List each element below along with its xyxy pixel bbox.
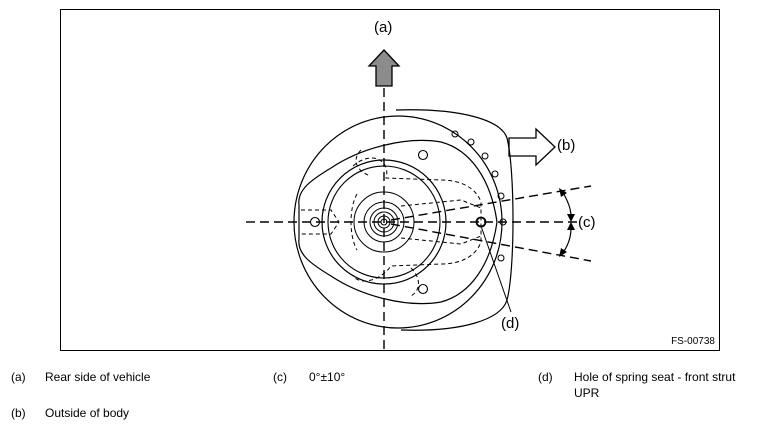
legend-key-a: (a): [11, 370, 26, 384]
hole-leader-line: [480, 225, 512, 313]
callout-d: (d): [501, 315, 520, 332]
seat-ring-outer: [321, 159, 447, 285]
bolt-hole-top: [417, 149, 429, 161]
diagram-frame: (a) (b) (c) (d) FS-00738: [60, 9, 720, 351]
outside-direction-arrow: [508, 127, 556, 167]
outer-housing: [293, 115, 503, 329]
legend-text-c: 0°±10°: [309, 370, 346, 384]
bolt-hole-left: [309, 216, 321, 228]
legend-text-b: Outside of body: [45, 406, 130, 420]
legend-text-a: Rear side of vehicle: [45, 370, 151, 384]
bolt-hole-bottom: [417, 283, 429, 295]
bearing-ring: [353, 191, 415, 253]
legend-text-d: Hole of spring seat - front strut UPR: [574, 370, 736, 400]
callout-b: (b): [557, 137, 576, 154]
legend-key-d: (d): [538, 370, 553, 384]
callout-c: (c): [578, 214, 596, 231]
seat-ring-inner: [327, 165, 441, 279]
hidden-spring-seat: [352, 157, 482, 282]
angle-line-lower: [390, 223, 592, 262]
outer-flange: [395, 109, 514, 331]
base-plate: [298, 139, 498, 305]
legend-key-b: (b): [11, 406, 26, 420]
strut-mount-drawing: [246, 49, 592, 350]
rear-direction-arrow: [367, 49, 401, 87]
callout-a: (a): [374, 19, 393, 36]
angle-line-upper: [390, 185, 592, 221]
legend-key-c: (c): [273, 370, 287, 384]
figure-id: FS-00738: [671, 336, 715, 347]
